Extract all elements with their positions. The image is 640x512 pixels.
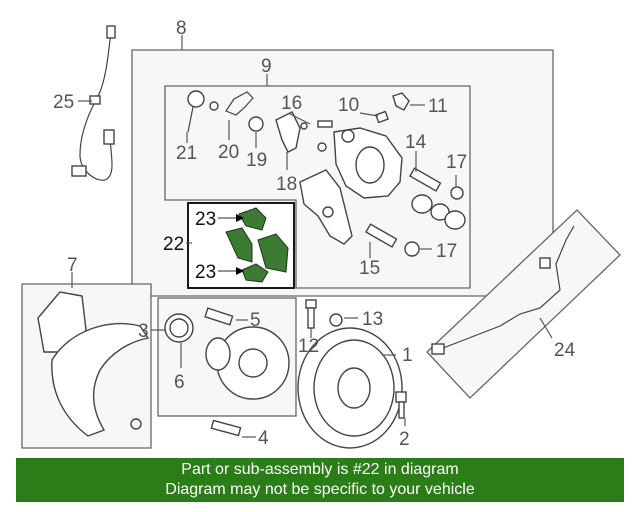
callout-6: 6 <box>174 372 185 393</box>
callout-8: 8 <box>176 18 187 39</box>
brake-rotor-part-1 <box>297 327 407 449</box>
callout-24: 24 <box>554 340 576 361</box>
parts-diagram: 1 2 3 4 5 6 7 8 9 10 11 12 13 14 15 17 1… <box>21 18 621 450</box>
bleeder-part-10 <box>375 92 410 124</box>
callout-10: 10 <box>338 95 359 116</box>
callout-17a: 17 <box>446 152 467 173</box>
caliper-body <box>333 127 403 199</box>
callout-9: 9 <box>261 56 272 77</box>
hose-box-24 <box>426 209 621 399</box>
guide-pin-part-15 <box>365 223 420 257</box>
callout-21: 21 <box>176 143 197 164</box>
callout-18: 18 <box>276 174 297 195</box>
callout-23a: 23 <box>195 209 216 230</box>
callout-22: 22 <box>163 234 184 255</box>
caliper-small-parts <box>187 90 264 133</box>
banner-line-2: Diagram may not be specific to your vehi… <box>165 481 475 498</box>
brake-hose-part-24 <box>431 225 575 355</box>
dust-shield-part-7 <box>37 291 150 437</box>
caliper-bracket-part-18 <box>275 111 333 153</box>
callout-1: 1 <box>402 345 413 366</box>
callout-15: 15 <box>359 258 380 279</box>
banner-line-1: Part or sub-assembly is #22 in diagram <box>181 461 459 478</box>
callout-4: 4 <box>258 428 269 449</box>
callout-7: 7 <box>67 255 78 276</box>
guide-pin-part-14 <box>409 167 466 230</box>
caliper-carrier <box>299 169 353 245</box>
callout-2: 2 <box>399 429 410 450</box>
callout-25: 25 <box>53 92 74 113</box>
callout-23b: 23 <box>195 262 216 283</box>
callout-17b: 17 <box>436 241 457 262</box>
callout-3: 3 <box>138 321 149 342</box>
hub-part-6 <box>164 307 290 400</box>
callout-14: 14 <box>405 132 427 153</box>
callout-11: 11 <box>428 96 448 117</box>
info-banner: Part or sub-assembly is #22 in diagram D… <box>16 458 624 502</box>
callout-5: 5 <box>250 310 261 331</box>
callout-labels: 1 2 3 4 5 6 7 8 9 10 11 12 13 14 15 17 1… <box>53 18 576 450</box>
bolt-part-4 <box>210 419 242 437</box>
abs-sensor-part-25 <box>71 25 116 181</box>
callout-19: 19 <box>246 150 267 171</box>
callout-12: 12 <box>298 336 319 357</box>
brake-pads-part-22 <box>225 207 289 283</box>
callout-20: 20 <box>218 142 239 163</box>
bolt-part-12 <box>305 299 343 329</box>
callout-13: 13 <box>362 309 383 330</box>
